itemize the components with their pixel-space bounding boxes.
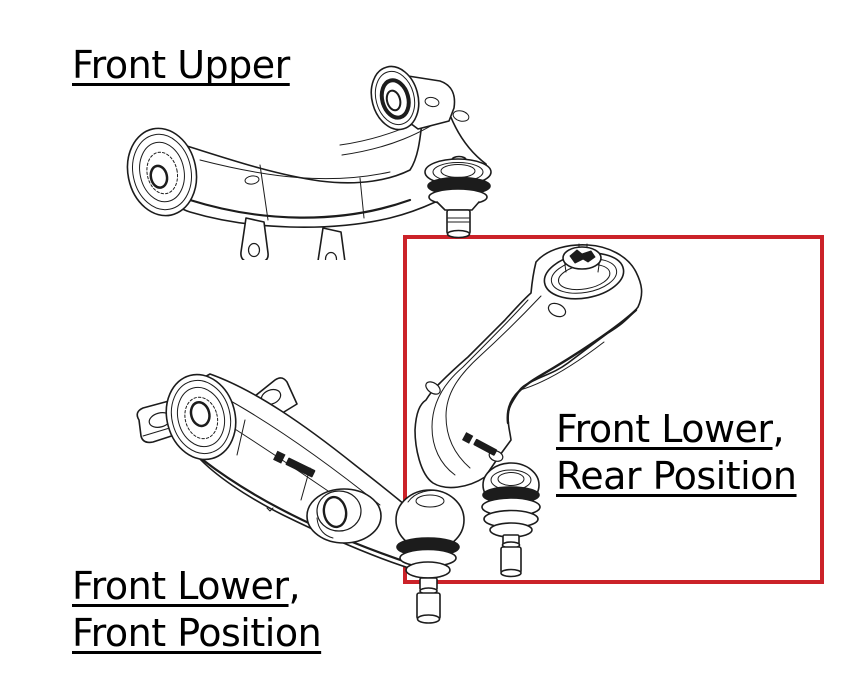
label-front-lower-front-line2: Front Position	[72, 611, 322, 655]
front-lower-rear-arm-drawing	[414, 243, 643, 578]
label-front-upper: Front Upper	[72, 42, 290, 89]
label-front-lower-rear-line2: Rear Position	[556, 454, 797, 498]
front-upper-arm-drawing	[126, 65, 492, 260]
brand-engraving	[273, 450, 316, 478]
label-front-upper-text: Front Upper	[72, 43, 290, 87]
label-front-lower-rear: Front Lower, Rear Position	[556, 406, 797, 500]
label-front-lower-rear-line1: Front Lower,	[556, 407, 785, 451]
brand-engraving	[461, 432, 498, 456]
front-lower-front-arm-drawing	[136, 373, 465, 624]
label-front-lower-front: Front Lower, Front Position	[72, 563, 322, 657]
highlight-box-rear-position	[403, 235, 824, 584]
label-front-lower-front-line1: Front Lower,	[72, 564, 301, 608]
